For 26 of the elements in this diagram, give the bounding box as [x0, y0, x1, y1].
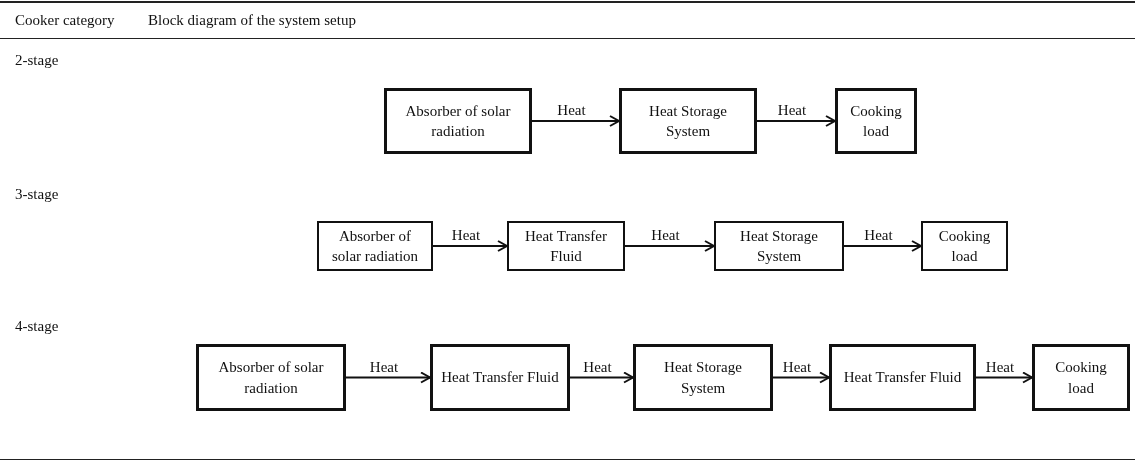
arrow [531, 115, 620, 127]
process-box: Absorber of solar radiation [317, 221, 433, 271]
column-header: Cooker category [15, 12, 115, 29]
process-box: Heat Storage System [633, 344, 773, 411]
process-box: Heat Transfer Fluid [430, 344, 570, 411]
process-box: Heat Storage System [714, 221, 844, 271]
arrow [345, 371, 431, 384]
arrow [975, 371, 1033, 384]
process-box: Absorber of solar radiation [384, 88, 532, 154]
process-box: Heat Storage System [619, 88, 757, 154]
process-box: Absorber of solar radiation [196, 344, 346, 411]
arrow [756, 115, 836, 127]
arrow [772, 371, 830, 384]
arrow [624, 240, 715, 252]
process-box: Cooking load [921, 221, 1008, 271]
arrow [843, 240, 922, 252]
row-label: 3-stage [15, 186, 59, 203]
row-label: 2-stage [15, 52, 59, 69]
row-label: 4-stage [15, 318, 59, 335]
arrow [432, 240, 508, 252]
process-box: Heat Transfer Fluid [829, 344, 976, 411]
process-box: Heat Transfer Fluid [507, 221, 625, 271]
column-header: Block diagram of the system setup [148, 12, 356, 29]
process-box: Cooking load [835, 88, 917, 154]
arrow [569, 371, 634, 384]
process-box: Cooking load [1032, 344, 1130, 411]
